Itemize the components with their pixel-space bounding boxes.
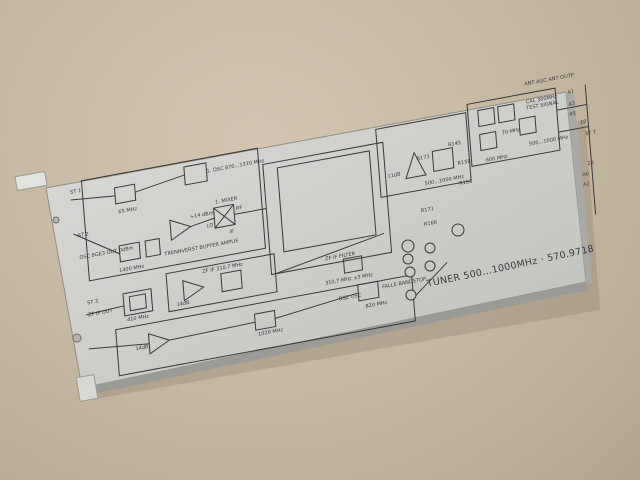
label-a2: A2 (583, 181, 590, 188)
rx-filter-4 (518, 115, 537, 136)
zf-filter-inner (276, 150, 377, 253)
label-mixer: 1. MIXER (215, 196, 238, 206)
label-cal: CAL 300MHz (526, 94, 558, 106)
label-rf: RF (236, 205, 243, 212)
label-a1: A1 (567, 89, 574, 96)
label-osc2: OSZ OSC (338, 292, 362, 302)
label-st3: ST 3 (87, 299, 98, 307)
buffer-amp (169, 219, 192, 242)
label-r156: R156 (459, 179, 472, 187)
label-a6: A6 (582, 171, 589, 178)
top-mount-lug (14, 170, 48, 192)
rx-filter-2 (497, 103, 516, 124)
label-1020: 1020 MHz (258, 327, 284, 338)
rx-filter-1 (477, 106, 496, 128)
label-gain-14b: 14dB (135, 344, 149, 352)
label-1400: 1400 MHz (119, 264, 145, 275)
label-10: 10 (580, 119, 587, 126)
tr-filter (144, 237, 161, 258)
label-r173: R173 (416, 154, 429, 162)
panel-right-edge (566, 92, 592, 284)
label-if-out: ZF IF OUT (88, 308, 114, 319)
bottom-mount-lug (75, 374, 99, 402)
label-zf-filter: ZF IF FILTER (325, 251, 356, 263)
label-410: 410 MHz (127, 313, 150, 323)
preamp-11 (405, 151, 427, 180)
zf-filter-area (262, 141, 393, 276)
mount-screw (52, 216, 60, 224)
preamp-section (375, 112, 472, 198)
label-if: IF (229, 229, 234, 236)
label-r158: R158 (457, 159, 470, 167)
trimmer-r173-b[interactable] (402, 253, 414, 265)
trimmer-r171[interactable] (404, 266, 416, 278)
filter-410 (128, 293, 147, 312)
trimmer-r145[interactable] (451, 223, 465, 237)
label-a3: A3 (568, 101, 575, 108)
filter-410-box (122, 288, 154, 317)
tuner-module: ST 1 ST 2 OSC 8GE3 OUT 0dBm ST 3 ZF IF O… (14, 73, 597, 402)
label-gain-14: 14dB (176, 300, 190, 308)
trimmer-r166[interactable] (405, 289, 417, 301)
label-falle-freq: 820 MHz (365, 300, 388, 310)
osc-block (80, 147, 266, 282)
zf-filter-symbol (342, 255, 364, 274)
label-lo: LO (207, 222, 214, 229)
if-amp-filter (220, 269, 243, 293)
label-st2: ST 2 (78, 231, 89, 239)
label-70: 70 MHz (502, 127, 521, 136)
trimmer-r173[interactable] (401, 239, 415, 253)
trimmers (401, 223, 465, 301)
label-st1: ST 1 (70, 188, 81, 196)
trimmer-r156[interactable] (424, 260, 436, 272)
rx-section (466, 87, 561, 167)
label-level-14: +14 dBm (190, 210, 214, 220)
trimmer-r158[interactable] (424, 242, 436, 254)
schematic (70, 84, 597, 377)
label-r145: R145 (448, 140, 461, 148)
label-r171: R171 (421, 206, 434, 214)
panel-edge (82, 282, 588, 396)
if-amp-block (165, 253, 278, 313)
rx-filter-3 (479, 130, 498, 152)
osc1-box (183, 162, 208, 186)
label-ant-agc: ANT AGC ANT OUTP (524, 73, 574, 88)
mount-screw (72, 333, 82, 343)
label-preamp-11: 11dB (387, 171, 401, 179)
label-a5: A5 (569, 111, 576, 118)
filter-500-1000 (431, 147, 455, 173)
label-600: 600 MHz (486, 154, 509, 164)
if-amp (182, 280, 205, 302)
label-65: 65 MHz (118, 206, 137, 215)
label-st7: ST 7 (585, 129, 596, 137)
label-r166: R166 (424, 220, 437, 228)
label-23: 23 (587, 160, 594, 167)
